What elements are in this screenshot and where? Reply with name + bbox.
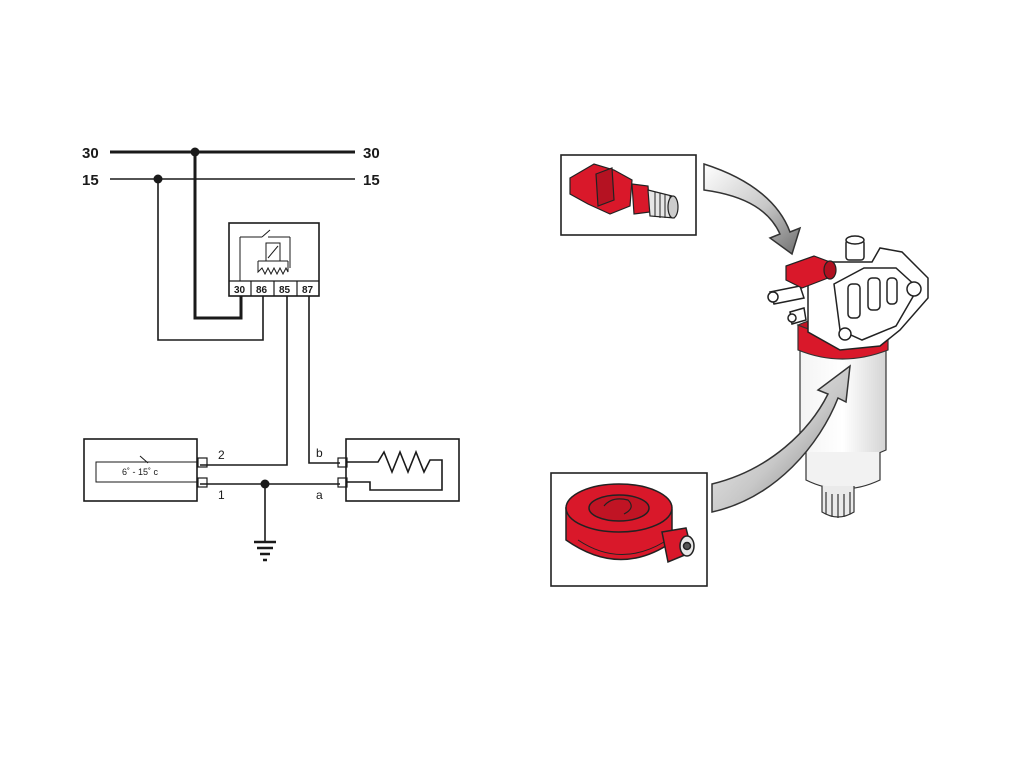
relay-terminal-30: 30 <box>234 285 246 296</box>
schematic-labels: 30 30 15 15 30 86 85 87 6˚ - 15˚ c 2 1 b… <box>82 145 380 502</box>
relay-terminal-87: 87 <box>302 285 314 296</box>
thermostat-pin-2: 2 <box>218 448 225 462</box>
wire-15-to-relay <box>157 179 264 341</box>
wiring-schematic <box>83 147 460 562</box>
relay-terminal-85: 85 <box>279 285 291 296</box>
relay-terminal-86: 86 <box>256 285 268 296</box>
callout-arrow-bottom <box>711 364 851 513</box>
thermostat-box <box>83 438 198 502</box>
heater-box <box>345 438 460 502</box>
wire-85-to-thermostat <box>200 296 288 466</box>
mounted-sensor-highlight <box>785 255 837 289</box>
heater-ring-icon <box>565 483 695 564</box>
heater-detail-callout <box>550 472 708 587</box>
bus-30-right-label: 30 <box>363 145 380 162</box>
bus-15-right-label: 15 <box>363 172 380 189</box>
heater-resistor-symbol <box>347 449 443 491</box>
heater-pin-b: b <box>316 446 323 460</box>
callout-arrow-top <box>703 162 802 256</box>
temperature-sensor-icon <box>569 163 679 219</box>
fuel-filter-illustration <box>767 235 929 518</box>
bus-30-left-label: 30 <box>82 145 99 162</box>
filter-head <box>767 235 929 351</box>
wire-30-to-relay <box>193 152 243 320</box>
heater-pin-a: a <box>316 488 323 502</box>
sensor-detail-callout <box>560 154 697 236</box>
ground-icon <box>254 540 276 562</box>
thermostat-pin-1: 1 <box>218 488 225 502</box>
thermostat-switch-symbol <box>95 455 198 483</box>
filter-canister <box>796 314 890 518</box>
bus-15-left-label: 15 <box>82 172 99 189</box>
thermostat-range-label: 6˚ - 15˚ c <box>122 467 159 477</box>
wire-87-to-heater <box>308 296 340 464</box>
relay-internal-symbol <box>239 229 291 281</box>
